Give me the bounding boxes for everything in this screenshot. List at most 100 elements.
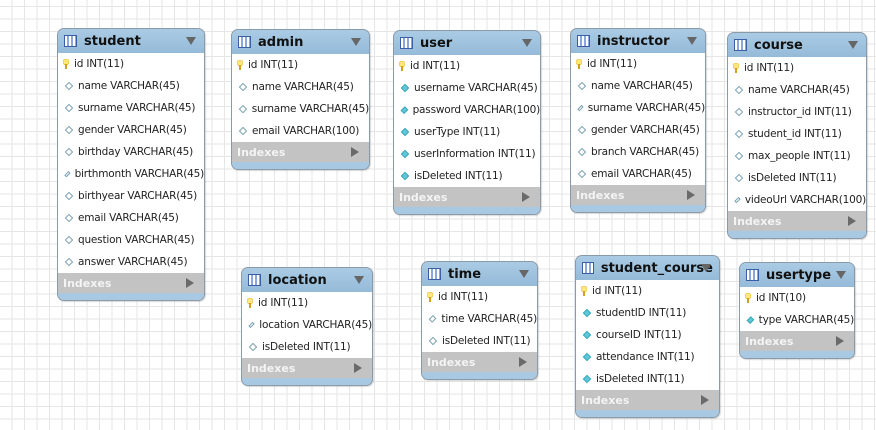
table-header[interactable]: usertype bbox=[740, 263, 854, 287]
column-row[interactable]: password VARCHAR(100) bbox=[394, 99, 540, 121]
column-row[interactable]: name VARCHAR(45) bbox=[232, 76, 369, 98]
column-row[interactable]: id INT(11) bbox=[232, 54, 369, 76]
column-row[interactable]: id INT(11) bbox=[576, 280, 719, 302]
column-row[interactable]: isDeleted INT(11) bbox=[422, 330, 537, 352]
column-row[interactable]: instructor_id INT(11) bbox=[728, 101, 866, 123]
column-label: question VARCHAR(45) bbox=[78, 234, 195, 246]
indexes-section[interactable]: Indexes bbox=[394, 187, 540, 207]
column-row[interactable]: id INT(11) bbox=[422, 286, 537, 308]
column-row[interactable]: attendance INT(11) bbox=[576, 346, 719, 368]
column-row[interactable]: id INT(11) bbox=[728, 57, 866, 79]
collapse-toggle-icon[interactable] bbox=[701, 264, 711, 272]
indexes-section[interactable]: Indexes bbox=[740, 331, 854, 351]
column-row[interactable]: isDeleted INT(11) bbox=[576, 368, 719, 390]
collapse-toggle-icon[interactable] bbox=[519, 270, 529, 278]
column-row[interactable]: videoUrl VARCHAR(100) bbox=[728, 189, 866, 211]
table-header[interactable]: student bbox=[58, 29, 204, 53]
column-row[interactable]: username VARCHAR(45) bbox=[394, 77, 540, 99]
column-row[interactable]: name VARCHAR(45) bbox=[58, 75, 204, 97]
column-row[interactable]: name VARCHAR(45) bbox=[571, 75, 705, 97]
column-row[interactable]: userType INT(11) bbox=[394, 121, 540, 143]
column-row[interactable]: userInformation INT(11) bbox=[394, 143, 540, 165]
column-row[interactable]: courseID INT(11) bbox=[576, 324, 719, 346]
indexes-section[interactable]: Indexes bbox=[422, 352, 537, 372]
column-row[interactable]: question VARCHAR(45) bbox=[58, 229, 204, 251]
table-header[interactable]: time bbox=[422, 262, 537, 286]
table-header[interactable]: admin bbox=[232, 30, 369, 54]
column-row[interactable]: time VARCHAR(45) bbox=[422, 308, 537, 330]
column-row[interactable]: name VARCHAR(45) bbox=[728, 79, 866, 101]
column-row[interactable]: id INT(10) bbox=[740, 287, 854, 309]
not-null-column-icon bbox=[400, 106, 409, 114]
expand-arrow-icon[interactable] bbox=[836, 336, 844, 346]
column-row[interactable]: surname VARCHAR(45) bbox=[232, 98, 369, 120]
expand-arrow-icon[interactable] bbox=[354, 363, 362, 373]
column-row[interactable]: email VARCHAR(100) bbox=[232, 120, 369, 142]
column-row[interactable]: studentID INT(11) bbox=[576, 302, 719, 324]
column-row[interactable]: id INT(11) bbox=[242, 292, 372, 314]
column-row[interactable]: birthmonth VARCHAR(45) bbox=[58, 163, 204, 185]
indexes-section[interactable]: Indexes bbox=[576, 390, 719, 410]
collapse-toggle-icon[interactable] bbox=[186, 37, 196, 45]
column-row[interactable]: surname VARCHAR(45) bbox=[58, 97, 204, 119]
expand-arrow-icon[interactable] bbox=[519, 357, 527, 367]
table-header[interactable]: user bbox=[394, 31, 540, 55]
indexes-label: Indexes bbox=[237, 145, 286, 159]
column-row[interactable]: branch VARCHAR(45) bbox=[571, 141, 705, 163]
column-row[interactable]: id INT(11) bbox=[394, 55, 540, 77]
collapse-toggle-icon[interactable] bbox=[522, 39, 532, 47]
table-student[interactable]: student id INT(11) name VARCHAR(45)surname… bbox=[57, 28, 205, 301]
column-row[interactable]: isDeleted INT(11) bbox=[242, 336, 372, 358]
column-row[interactable]: type VARCHAR(45) bbox=[740, 309, 854, 331]
expand-arrow-icon[interactable] bbox=[848, 216, 856, 226]
expand-arrow-icon[interactable] bbox=[522, 192, 530, 202]
collapse-toggle-icon[interactable] bbox=[836, 271, 846, 279]
column-row[interactable]: student_id INT(11) bbox=[728, 123, 866, 145]
expand-arrow-icon[interactable] bbox=[687, 190, 695, 200]
not-null-column-icon bbox=[582, 308, 592, 318]
indexes-section[interactable]: Indexes bbox=[232, 142, 369, 162]
column-row[interactable]: email VARCHAR(45) bbox=[571, 163, 705, 185]
table-icon bbox=[64, 35, 77, 47]
column-label: id INT(11) bbox=[74, 58, 124, 70]
indexes-section[interactable]: Indexes bbox=[571, 185, 705, 205]
column-row[interactable]: email VARCHAR(45) bbox=[58, 207, 204, 229]
column-row[interactable]: max_people INT(11) bbox=[728, 145, 866, 167]
column-row[interactable]: isDeleted INT(11) bbox=[728, 167, 866, 189]
expand-arrow-icon[interactable] bbox=[701, 395, 709, 405]
indexes-section[interactable]: Indexes bbox=[58, 273, 204, 293]
column-row[interactable]: id INT(11) bbox=[58, 53, 204, 75]
indexes-section[interactable]: Indexes bbox=[242, 358, 372, 378]
column-row[interactable]: birthyear VARCHAR(45) bbox=[58, 185, 204, 207]
column-row[interactable]: isDeleted INT(11) bbox=[394, 165, 540, 187]
table-header[interactable]: instructor bbox=[571, 29, 705, 53]
table-header[interactable]: location bbox=[242, 268, 372, 292]
table-header[interactable]: student_course bbox=[576, 256, 719, 280]
collapse-toggle-icon[interactable] bbox=[848, 41, 858, 49]
collapse-toggle-icon[interactable] bbox=[687, 37, 697, 45]
column-row[interactable]: answer VARCHAR(45) bbox=[58, 251, 204, 273]
column-row[interactable]: id INT(11) bbox=[571, 53, 705, 75]
collapse-toggle-icon[interactable] bbox=[351, 38, 361, 46]
table-name: student_course bbox=[600, 260, 713, 276]
indexes-section[interactable]: Indexes bbox=[728, 211, 866, 231]
table-header[interactable]: course bbox=[728, 33, 866, 57]
column-row[interactable]: birthday VARCHAR(45) bbox=[58, 141, 204, 163]
not-null-column-icon bbox=[582, 374, 592, 384]
nullable-column-icon bbox=[248, 342, 258, 352]
column-row[interactable]: location VARCHAR(45) bbox=[242, 314, 372, 336]
expand-arrow-icon[interactable] bbox=[186, 278, 194, 288]
column-row[interactable]: gender VARCHAR(45) bbox=[571, 119, 705, 141]
expand-arrow-icon[interactable] bbox=[351, 147, 359, 157]
collapse-toggle-icon[interactable] bbox=[354, 276, 364, 284]
column-row[interactable]: gender VARCHAR(45) bbox=[58, 119, 204, 141]
column-row[interactable]: surname VARCHAR(45) bbox=[571, 97, 705, 119]
